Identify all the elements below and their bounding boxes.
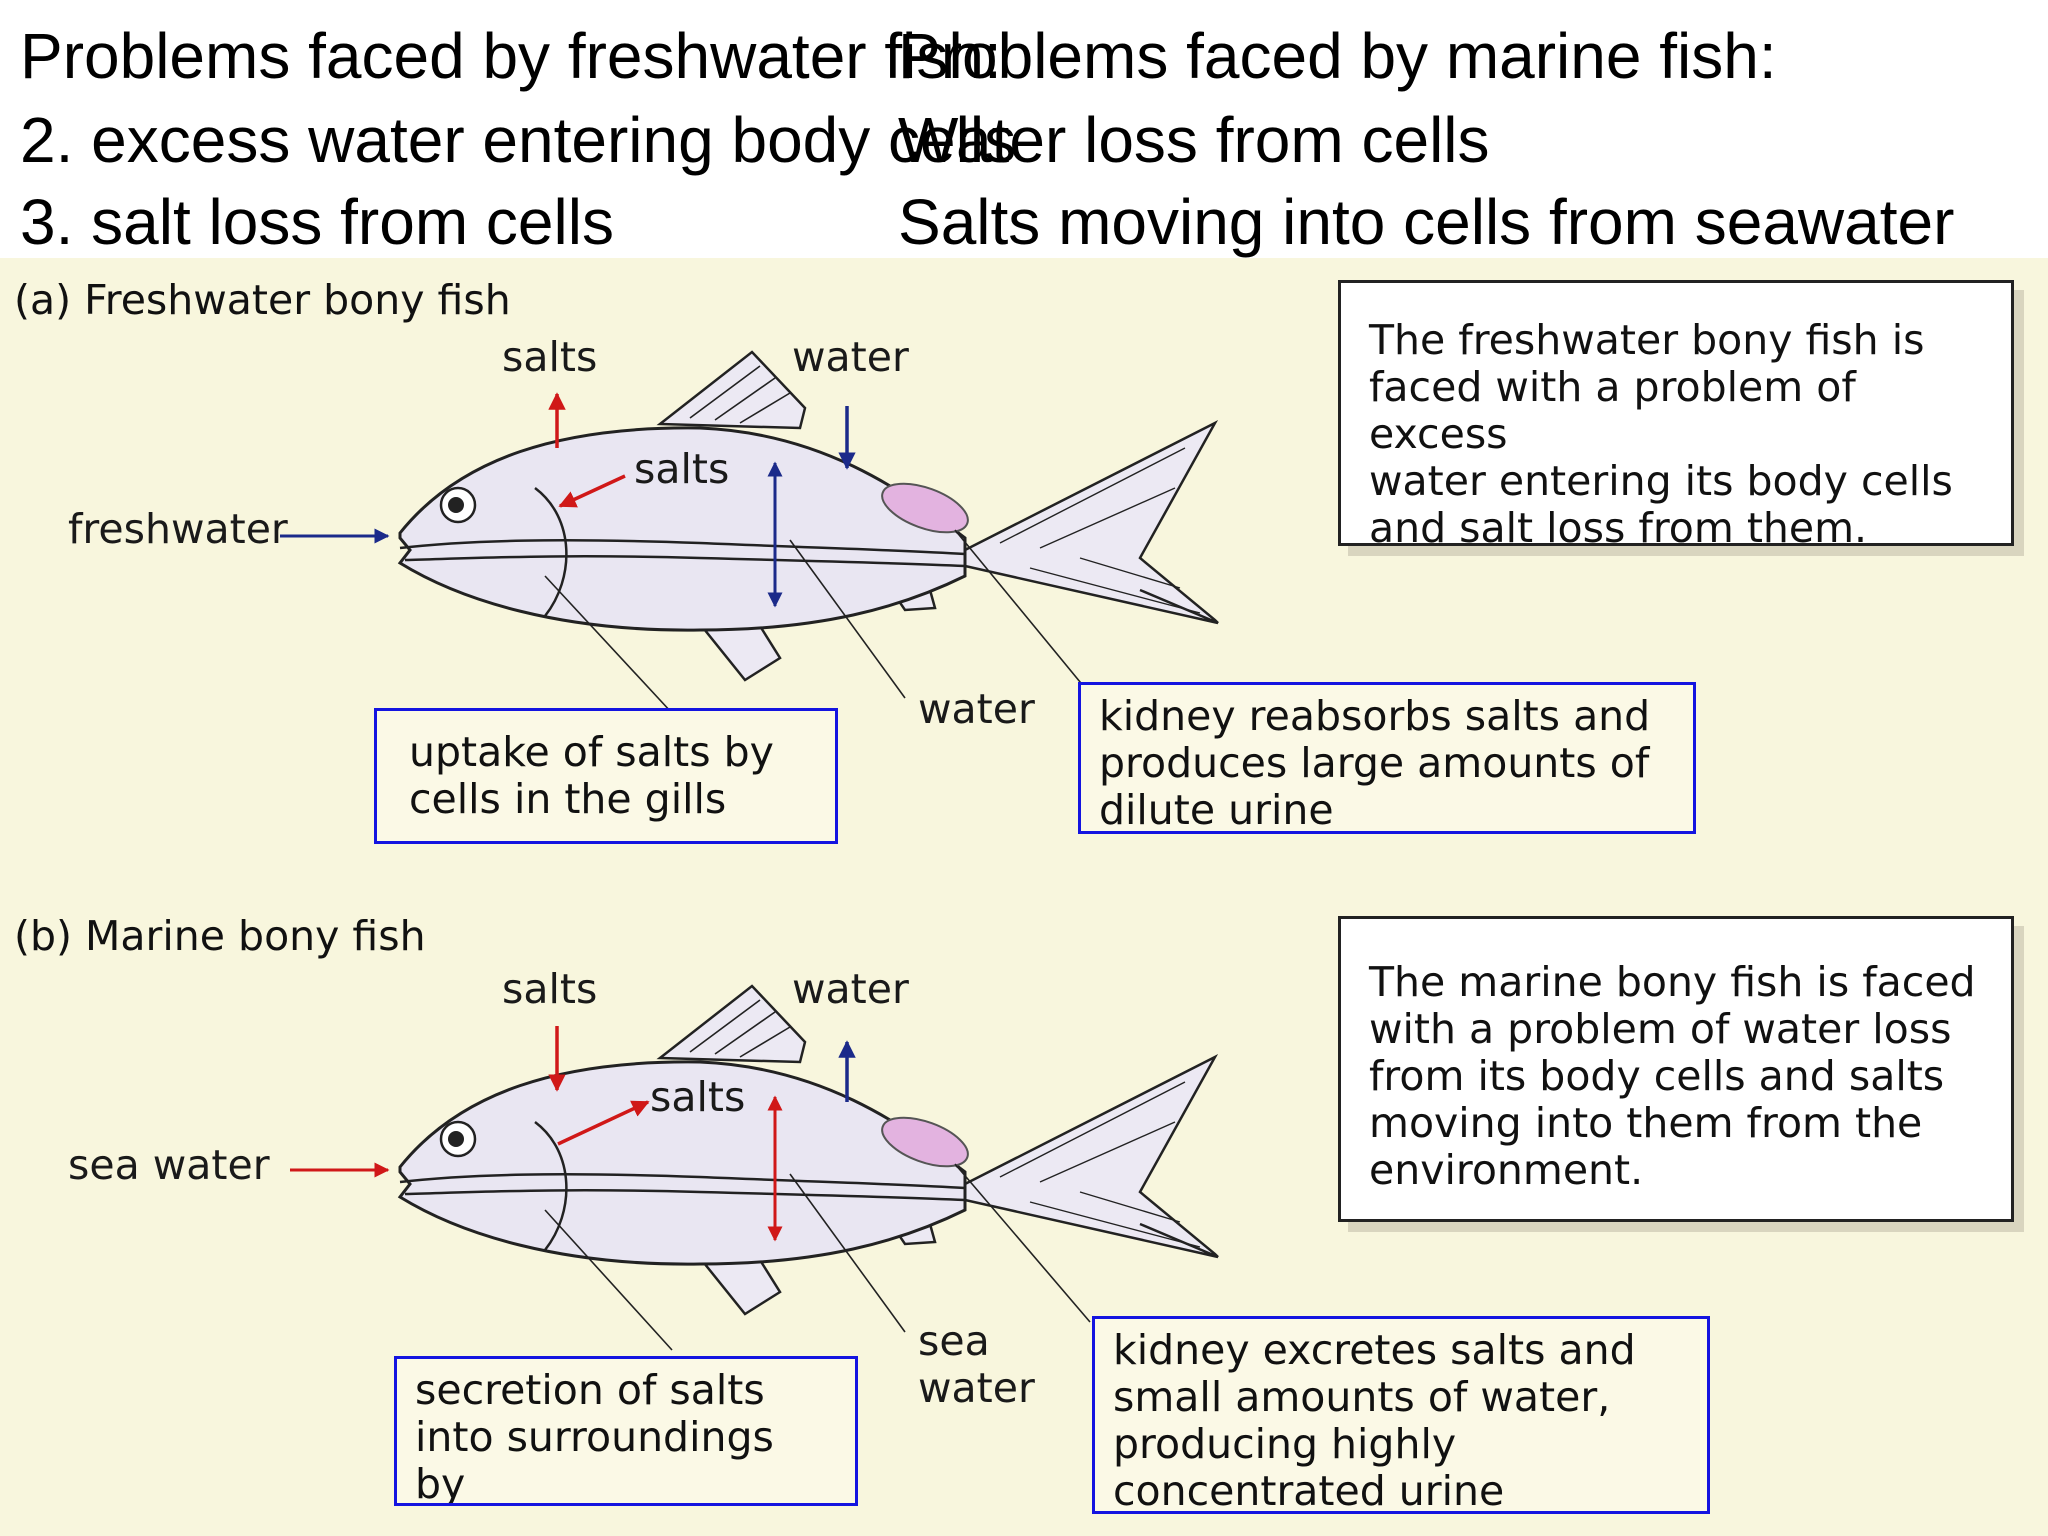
gill-arc	[534, 487, 568, 617]
water-leader-line	[789, 1173, 906, 1333]
marine-fish-title: (b) Marine bony fish	[14, 912, 426, 960]
dorsal-fin	[656, 984, 807, 1064]
water-top-label: water	[792, 333, 909, 381]
salts-top-label: salts	[502, 965, 598, 1013]
gill-arc	[534, 1121, 568, 1251]
kidney-excretes-box: kidney excretes salts and small amounts …	[1092, 1316, 1710, 1514]
freshwater-problem-2: 2. excess water entering body cells	[20, 104, 1017, 176]
kidney	[881, 1116, 969, 1168]
dorsal-fin	[656, 350, 807, 430]
marine-summary-box: The marine bony fish is faced with a pro…	[1338, 916, 2014, 1222]
gill-leader-line	[544, 575, 673, 714]
kidney	[881, 482, 969, 534]
salts-top-label: salts	[502, 333, 598, 381]
tail-fin	[963, 1054, 1219, 1259]
freshwater-summary-box: The freshwater bony fish is faced with a…	[1338, 280, 2014, 546]
freshwater-problems-heading: Problems faced by freshwater fish:	[20, 20, 1002, 92]
sea-water-label: sea water	[68, 1141, 270, 1189]
gill-secretion-box: secretion of salts into surroundings by …	[394, 1356, 858, 1506]
gill-uptake-box: uptake of salts by cells in the gills	[374, 708, 838, 844]
ventral-fin	[697, 1256, 782, 1316]
marine-fish-diagram	[290, 984, 1219, 1351]
ventral-fin	[697, 622, 782, 682]
gill-leader-line	[544, 1209, 673, 1351]
fish-body	[397, 426, 967, 632]
water-bottom-label: water	[918, 685, 1035, 733]
salts-uptake-arrow	[558, 474, 626, 508]
kidney-leader-line	[954, 1163, 1091, 1323]
freshwater-fish-diagram	[280, 350, 1219, 714]
fish-body	[397, 1060, 967, 1266]
water-leader-line	[789, 539, 906, 699]
salts-mid-label: salts	[650, 1073, 746, 1121]
marine-problem-1: Water loss from cells	[898, 104, 1490, 176]
kidney-reabsorbs-box: kidney reabsorbs salts and produces larg…	[1078, 682, 1696, 834]
freshwater-fish-title: (a) Freshwater bony fish	[14, 276, 511, 324]
freshwater-problem-3: 3. salt loss from cells	[20, 186, 614, 258]
freshwater-label: freshwater	[68, 505, 288, 553]
water-top-label: water	[792, 965, 909, 1013]
marine-problem-2: Salts moving into cells from seawater	[898, 186, 1955, 258]
marine-problems-heading: Problems faced by marine fish:	[898, 20, 1777, 92]
salts-secretion-arrow	[557, 1100, 650, 1146]
tail-fin	[963, 420, 1219, 625]
salts-mid-label: salts	[634, 445, 730, 493]
kidney-leader-line	[954, 529, 1086, 689]
sea-water-bottom-label: sea water	[918, 1317, 1035, 1412]
